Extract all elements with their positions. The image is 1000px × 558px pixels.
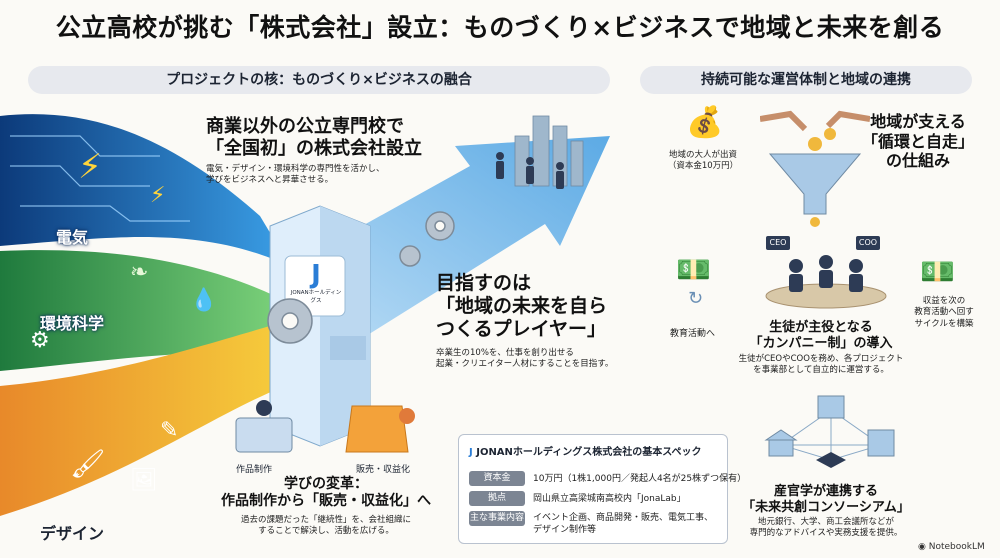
funnel-illustration <box>760 110 870 227</box>
money-icon: 💵 <box>676 253 711 286</box>
cycle-arrow-icon: ↻ <box>688 288 704 309</box>
spec-card: J JONANホールディングス株式会社の基本スペック 資本金 10万円（1株1,… <box>458 434 746 544</box>
founding-description: 電気・デザイン・環境科学の専門性を活かし、 学びをビジネスへと昇華させる。 <box>206 164 385 186</box>
paintbrush-icon: 🖌 <box>70 447 106 480</box>
right-section-header: 持続可能な運営体制と地域の連携 <box>640 66 972 94</box>
lightning-icon: ⚡ <box>78 147 102 187</box>
building-sign: JONANホールディングス <box>290 290 342 304</box>
page-title: 公立高校が挑む「株式会社」設立：ものづくり×ビジネスで地域と未来を創る <box>55 13 945 42</box>
transform-headline: 学びの変革： 作品制作から「販売・収益化」へ <box>221 476 431 510</box>
transform-description: 過去の課題だった「継続性」を、会社組織に することで解決し、活動を広げる。 <box>240 515 411 537</box>
watermark: ◉ NotebookLM <box>918 542 985 552</box>
company-logo: J JONANホールディングス <box>288 262 344 304</box>
stream-label-environment: 環境科学 <box>40 314 105 333</box>
image-icon: 🖼 <box>130 468 158 493</box>
ceo-badge: CEO <box>766 236 790 250</box>
consortium-description: 地元銀行、大学、商工会議所などが 専門的なアドバイスや実務支援を提供。 <box>749 517 903 539</box>
goal-description: 卒業生の10%を、仕事を創り出せる 起業・クリエイター人材にすることを目指す。 <box>436 348 614 370</box>
stream-label-design: デザイン <box>40 524 105 543</box>
meeting-illustration <box>765 255 887 309</box>
company-system-headline: 生徒が主役となる 「カンパニー制」の導入 <box>749 320 893 351</box>
leaf-icon: ❧ <box>130 260 149 285</box>
left-section-header: プロジェクトの核：ものづくり×ビジネスの融合 <box>28 66 610 94</box>
stream-label-electric: 電気 <box>56 228 89 247</box>
transform-illustration <box>235 400 415 453</box>
education-label: 教育活動へ <box>670 329 716 339</box>
streams-illustration <box>0 114 610 516</box>
profit-text: 収益を次の 教育活動へ回す サイクルを構築 <box>914 296 974 329</box>
founding-headline: 商業以外の公立専門校で 「全国初」の株式会社設立 <box>206 116 422 159</box>
notebooklm-icon: ◉ <box>918 542 926 552</box>
money-stack-icon: 💵 <box>920 255 955 288</box>
consortium-illustration <box>764 395 895 468</box>
spec-card-title: J JONANホールディングス株式会社の基本スペック <box>469 447 702 458</box>
consortium-headline: 産官学が連携する 「未来共創コンソーシアム」 <box>742 484 910 515</box>
label-sales-monetization: 販売・収益化 <box>356 465 411 475</box>
lightning-small-icon: ⚡ <box>150 183 166 208</box>
gear-icon: ⚙ <box>30 328 50 353</box>
investment-text: 地域の大人が出資 （資本金10万円） <box>667 150 739 172</box>
cycle-headline: 地域が支える 「循環と自走」 の仕組み <box>861 112 974 171</box>
coins-icon: 💰 <box>686 105 724 140</box>
company-system-description: 生徒がCEOやCOOを務め、各プロジェクト を事業部として自立的に運営する。 <box>738 354 904 376</box>
goal-headline: 目指すのは 「地域の未来を自ら つくるプレイヤー」 <box>436 272 608 341</box>
coo-badge: COO <box>856 236 880 250</box>
water-drop-icon: 💧 <box>190 288 218 313</box>
pencil-icon: ✎ <box>160 418 179 443</box>
logo-icon: J <box>469 447 473 458</box>
label-work-production: 作品制作 <box>236 465 273 475</box>
